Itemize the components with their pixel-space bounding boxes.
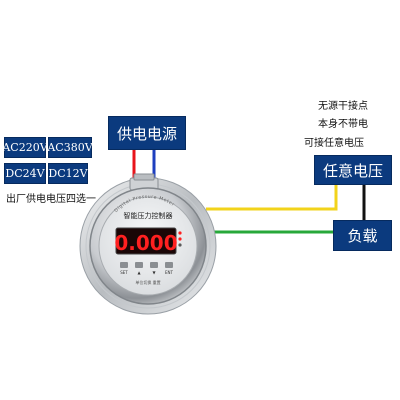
voltage-ac380: AC380V [47,137,93,158]
voltage-ac220: AC220V [2,137,48,158]
voltage-dc12-label: DC12V [48,167,88,180]
power-supply-label: 供电电源 [116,124,177,143]
button-row: SET ▲ ▼ ENT [120,262,174,275]
voltage-dc24: DC24V [4,163,46,184]
up-button[interactable] [135,262,143,268]
set-button-label: SET [120,270,128,275]
voltage-dc24-label: DC24V [5,167,45,180]
enter-button-label: ENT [165,270,174,275]
down-button[interactable] [150,262,158,268]
status-led-3 [178,243,182,247]
led-readout: 0.000 [114,231,177,255]
voltage-caption: 出厂供电电压四选一 [6,194,96,205]
voltage-dc12: DC12V [48,163,88,184]
dry-contact-line2: 本身不带电 [318,119,368,130]
power-supply-box: 供电电源 [108,116,186,150]
dry-contact-note: 无源干接点 本身不带电 [318,98,368,134]
voltage-ac220-label: AC220V [2,141,48,154]
device-bottom-text: 单位切换 重置 [135,279,160,285]
yellow-wire [206,184,338,211]
load-box: 负载 [333,220,392,251]
load-label: 负载 [347,227,378,245]
up-button-label: ▲ [137,270,141,275]
set-button[interactable] [120,262,128,268]
down-button-label: ▼ [152,270,156,275]
voltage-ac380-label: AC380V [47,141,93,154]
cable-gland [129,173,159,191]
any-voltage-label: 任意电压 [322,161,383,180]
led-display [115,227,177,255]
any-voltage-box: 任意电压 [314,155,392,185]
status-led-1 [178,231,182,235]
device-name: 智能压力控制器 [124,211,173,220]
enter-button[interactable] [165,262,173,268]
dry-contact-line3: 可接任意电压 [304,138,364,149]
status-led-2 [178,237,182,241]
dry-contact-line1: 无源干接点 [318,101,368,112]
